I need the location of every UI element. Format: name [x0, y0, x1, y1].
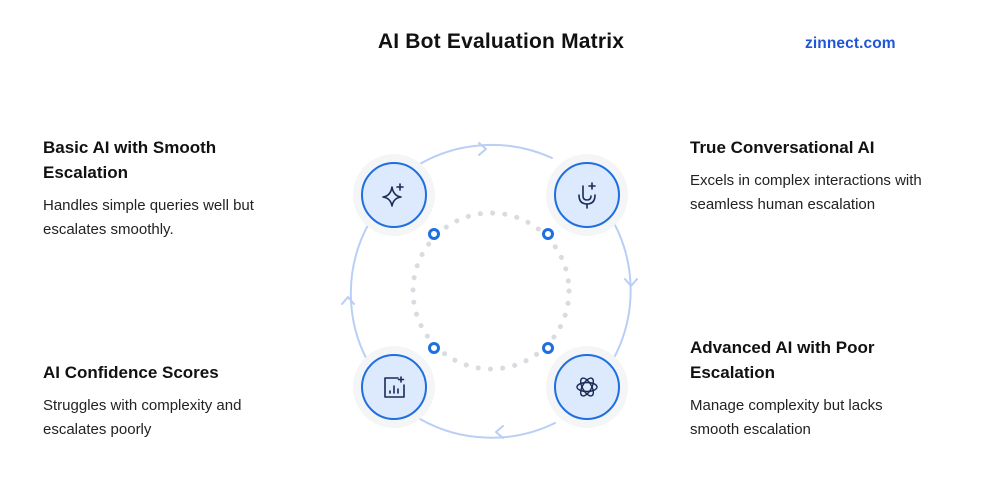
quadrant-description: Manage complexity but lacks smooth escal…: [690, 394, 960, 442]
quadrant-title: Advanced AI with Poor Escalation: [690, 335, 960, 385]
quadrant-desc-line1: Excels in complex interactions with: [690, 172, 922, 189]
quadrant-title: AI Confidence Scores: [43, 360, 313, 385]
cycle-arcs: [349, 143, 632, 439]
sparkle-icon: [382, 183, 404, 207]
arc-right: [613, 222, 632, 357]
quadrant-desc-line2: escalates smoothly.: [43, 221, 174, 238]
quadrant-title-line1: AI Confidence Scores: [43, 363, 219, 382]
quadrant-description: Excels in complex interactions with seam…: [690, 169, 990, 217]
quadrant-title-line2: Escalation: [43, 163, 129, 182]
arc-left: [349, 224, 369, 361]
connector-dots: [428, 228, 554, 354]
openai-icon: [576, 377, 598, 397]
quadrant-title-line2: Escalation: [690, 363, 776, 382]
quadrant-desc-line2: smooth escalation: [690, 421, 811, 438]
arc-bottom: [419, 418, 556, 439]
mic-sparkle-icon: [578, 182, 596, 209]
connector-dot: [428, 228, 440, 240]
quadrant-description: Struggles with complexity and escalates …: [43, 394, 313, 442]
arrow-right-icon: [478, 142, 487, 156]
page-title: AI Bot Evaluation Matrix: [377, 30, 625, 53]
node-basic-ai[interactable]: [353, 154, 435, 236]
quadrant-desc-line2: seamless human escalation: [690, 196, 876, 213]
chart-sparkle-icon: [384, 376, 405, 398]
quadrant-title: Basic AI with Smooth Escalation: [43, 135, 313, 185]
quadrant-title: True Conversational AI: [690, 135, 990, 160]
node-true-conversational-ai[interactable]: [546, 154, 628, 236]
quadrant-basic-ai: Basic AI with Smooth Escalation Handles …: [43, 135, 313, 242]
inner-dotted-ring: [410, 210, 572, 372]
quadrant-desc-line1: Manage complexity but lacks: [690, 397, 883, 414]
quadrant-true-conversational-ai: True Conversational AI Excels in complex…: [690, 135, 990, 217]
connector-dot: [428, 342, 440, 354]
cycle-arrows: [341, 142, 638, 439]
quadrant-desc-line1: Handles simple queries well but: [43, 197, 254, 214]
connector-dot: [542, 228, 554, 240]
arrow-left-icon: [495, 425, 504, 439]
quadrant-desc-line2: escalates poorly: [43, 421, 152, 438]
quadrant-advanced-ai: Advanced AI with Poor Escalation Manage …: [690, 335, 960, 442]
connector-dot: [542, 342, 554, 354]
brand-logo[interactable]: zinnect.com: [805, 35, 896, 52]
quadrant-description: Handles simple queries well but escalate…: [43, 194, 313, 242]
node-advanced-ai[interactable]: [546, 346, 628, 428]
arrow-up-icon: [341, 296, 355, 305]
arc-top: [417, 143, 553, 166]
quadrant-title-line1: True Conversational AI: [690, 138, 875, 157]
arrow-down-icon: [624, 278, 638, 287]
quadrant-title-line1: Advanced AI with Poor: [690, 338, 875, 357]
node-ai-confidence-scores[interactable]: [353, 346, 435, 428]
quadrant-desc-line1: Struggles with complexity and: [43, 397, 242, 414]
quadrant-ai-confidence-scores: AI Confidence Scores Struggles with comp…: [43, 360, 313, 442]
quadrant-title-line1: Basic AI with Smooth: [43, 138, 217, 157]
